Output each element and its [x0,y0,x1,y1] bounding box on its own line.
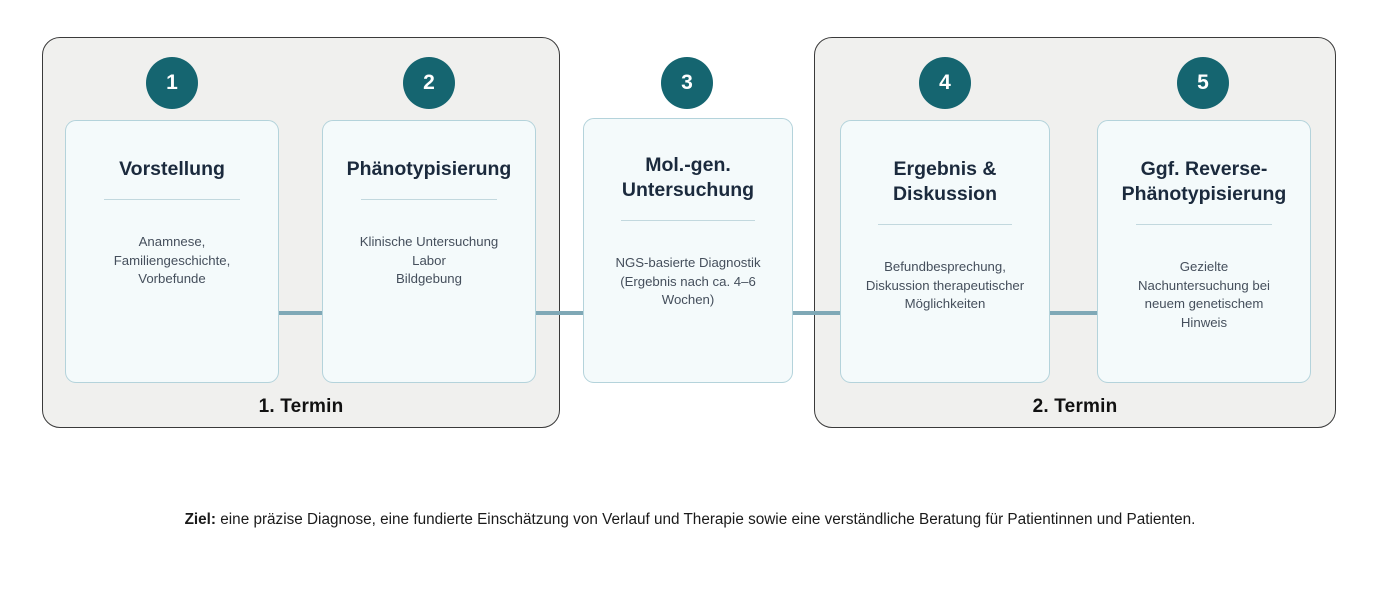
step-title-1: Vorstellung [119,158,225,180]
step-card-ergebnis-diskussion[interactable]: Ergebnis & Diskussion Befundbesprechung,… [840,120,1050,383]
connector-3-4 [786,311,848,315]
connector-4-5 [1042,311,1104,315]
step-number-2: 2 [423,71,435,94]
step-description-4: Befundbesprechung, Diskussion therapeuti… [865,258,1025,312]
step-divider-3 [621,219,755,221]
step-description-1: Anamnese, Familiengeschichte, Vorbefunde [113,233,231,287]
step-circle-2: 2 [403,57,455,109]
step-circle-5: 5 [1177,57,1229,109]
step-divider-2 [361,198,497,200]
step-number-1: 1 [166,71,178,94]
step-divider-4 [878,223,1012,225]
step-title-2: Phänotypisierung [346,158,512,180]
step-card-reverse-phaenotypisierung[interactable]: Ggf. Reverse- Phänotypisierung Gezielte … [1097,120,1311,383]
step-divider-1 [104,198,240,200]
step-number-3: 3 [681,71,693,94]
step-card-vorstellung[interactable]: Vorstellung Anamnese, Familiengeschichte… [65,120,279,383]
step-number-4: 4 [939,71,951,94]
step-circle-1: 1 [146,57,198,109]
step-title-4: Ergebnis & Diskussion [892,158,998,205]
goal-text: eine präzise Diagnose, eine fundierte Ei… [216,511,1196,528]
connector-1-2 [270,311,330,315]
step-card-phaenotypisierung[interactable]: Phänotypisierung Klinische Untersuchung … [322,120,536,383]
group-label-termin-2: 2. Termin [1032,396,1118,417]
step-description-2: Klinische Untersuchung Labor Bildgebung [359,233,499,287]
step-number-5: 5 [1197,71,1209,94]
step-title-5: Ggf. Reverse- Phänotypisierung [1121,158,1287,205]
step-title-3: Mol.-gen. Untersuchung [621,154,755,201]
step-divider-5 [1136,223,1272,225]
step-description-5: Gezielte Nachuntersuchung bei neuem gene… [1138,258,1270,331]
step-circle-3: 3 [661,57,713,109]
step-card-mol-gen-untersuchung[interactable]: Mol.-gen. Untersuchung NGS-basierte Diag… [583,118,793,383]
group-label-termin-1: 1. Termin [258,396,344,417]
step-circle-4: 4 [919,57,971,109]
step-description-3: NGS-basierte Diagnostik (Ergebnis nach c… [615,254,761,308]
goal-statement: Ziel: eine präzise Diagnose, eine fundie… [130,508,1250,531]
goal-label: Ziel: [184,511,217,528]
connector-2-3 [528,311,590,315]
